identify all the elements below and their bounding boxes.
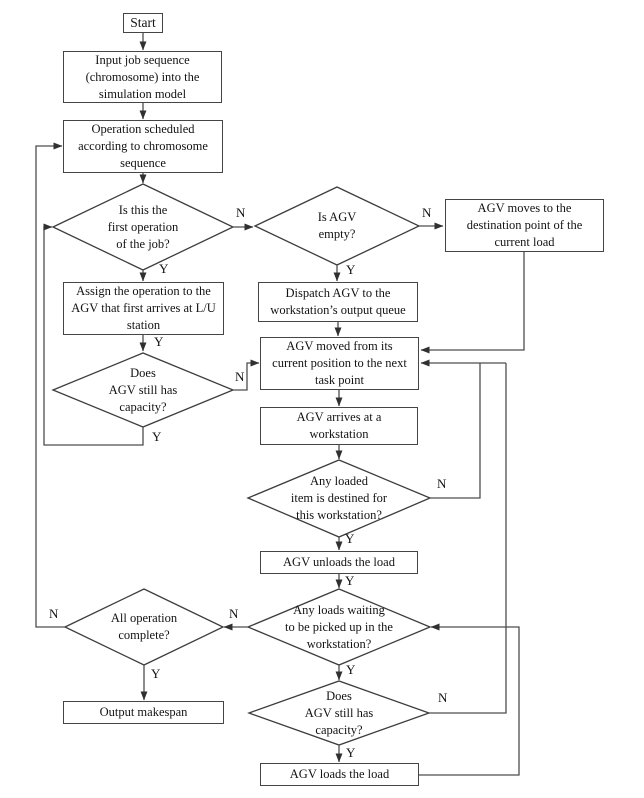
edge-dest-to-moved bbox=[420, 252, 525, 354]
decision-any-loads-waiting: Any loads waiting to be picked up in the… bbox=[285, 602, 393, 651]
label-any-loaded-no: N bbox=[437, 476, 447, 491]
label-capacity2-yes: Y bbox=[346, 745, 356, 760]
label-first-op-yes: Y bbox=[159, 261, 169, 276]
edge-all-op-no-loop bbox=[35, 142, 65, 628]
label-capacity1-no: N bbox=[235, 369, 245, 384]
label-agv-empty-no: N bbox=[422, 205, 432, 220]
label-capacity2-no: N bbox=[438, 690, 448, 705]
diamond-any-waiting-outline bbox=[246, 588, 432, 666]
edge-loads-feedback bbox=[419, 623, 520, 776]
diamond-all-op-outline bbox=[63, 588, 225, 666]
node-dispatch-agv: Dispatch AGV to the workstation’s output… bbox=[258, 282, 418, 322]
node-input-job-sequence: Input job sequence (chromosome) into the… bbox=[63, 51, 222, 103]
label-waiting-no: N bbox=[229, 606, 239, 621]
node-agv-unloads: AGV unloads the load bbox=[260, 551, 418, 574]
label-assign-yes: Y bbox=[154, 334, 164, 349]
label-first-op-no: N bbox=[236, 205, 246, 220]
label-capacity1-yes: Y bbox=[152, 429, 162, 444]
label-waiting-yes: Y bbox=[346, 662, 356, 677]
edge-capacity1-no bbox=[233, 359, 260, 391]
decision-capacity-1: Does AGV still has capacity? bbox=[108, 365, 178, 414]
label-all-op-no: N bbox=[49, 606, 59, 621]
decision-capacity-2: Does AGV still has capacity? bbox=[304, 688, 374, 737]
node-operation-scheduled: Operation scheduled according to chromos… bbox=[63, 120, 223, 173]
label-agv-empty-yes: Y bbox=[346, 262, 356, 277]
node-agv-moves-destination: AGV moves to the destination point of th… bbox=[445, 199, 604, 252]
node-assign-operation: Assign the operation to the AGV that fir… bbox=[63, 282, 224, 335]
edge-capacity1-yes-loop bbox=[43, 223, 144, 446]
label-unloads-yes: Y bbox=[345, 573, 355, 588]
decision-any-loaded-item: Any loaded item is destined for this wor… bbox=[290, 473, 388, 522]
edge-capacity2-no bbox=[429, 363, 507, 714]
decision-all-operation-complete: All operation complete? bbox=[110, 611, 178, 642]
node-agv-moved: AGV moved from its current position to t… bbox=[260, 337, 419, 390]
decision-first-operation: Is this the first operation of the job? bbox=[107, 202, 179, 251]
label-all-op-yes: Y bbox=[151, 666, 161, 681]
decision-agv-empty: Is AGV empty? bbox=[317, 210, 357, 241]
node-agv-arrives: AGV arrives at a workstation bbox=[260, 407, 418, 445]
node-agv-loads: AGV loads the load bbox=[260, 763, 419, 786]
node-start: Start bbox=[123, 13, 163, 33]
label-any-loaded-yes: Y bbox=[345, 531, 355, 546]
node-output-makespan: Output makespan bbox=[63, 701, 224, 724]
edge-any-loaded-no bbox=[430, 363, 481, 499]
